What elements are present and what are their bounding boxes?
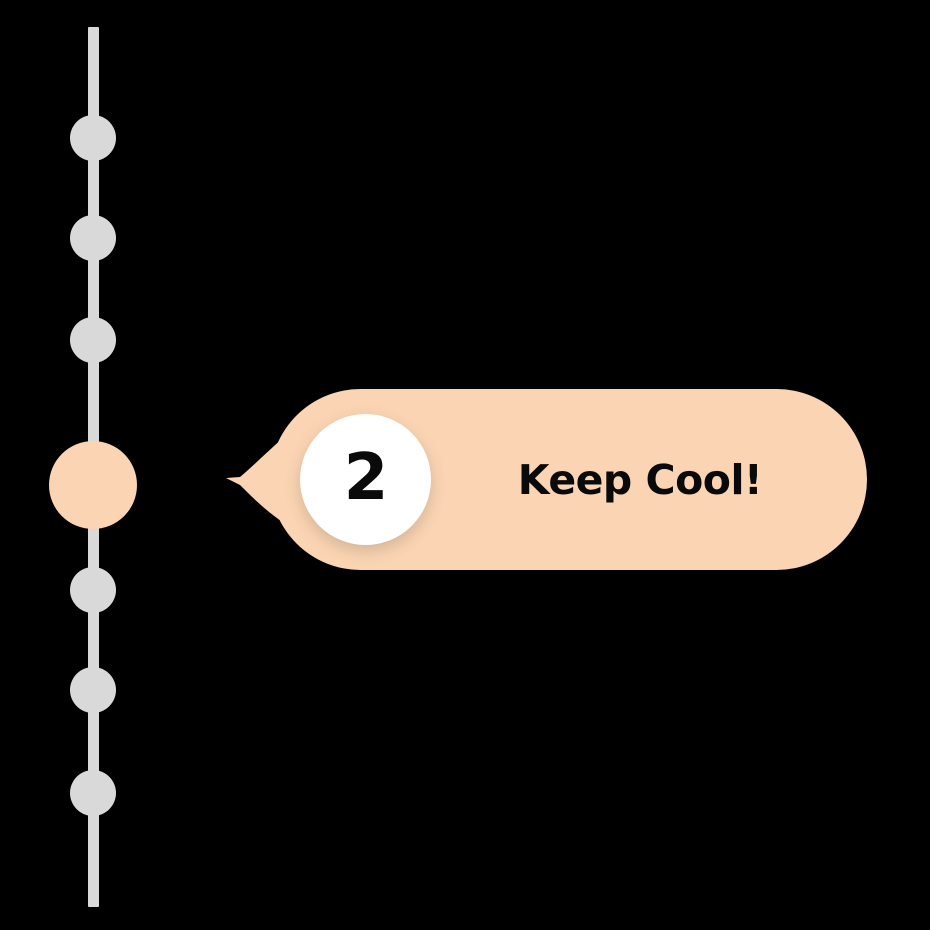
- timeline-node-1[interactable]: [70, 115, 116, 161]
- step-number-text: 2: [343, 441, 389, 515]
- callout-card[interactable]: 2 Keep Cool!: [226, 389, 867, 570]
- timeline-node-2[interactable]: [70, 215, 116, 261]
- callout-headline: Keep Cool!: [517, 455, 763, 504]
- timeline-node-6[interactable]: [70, 667, 116, 713]
- step-number-badge: 2: [300, 414, 431, 545]
- timeline-node-3[interactable]: [70, 317, 116, 363]
- callout-tail-pointer: [226, 437, 286, 523]
- timeline-node-5[interactable]: [70, 567, 116, 613]
- timeline-node-4[interactable]: [49, 441, 137, 529]
- timeline-node-7[interactable]: [70, 770, 116, 816]
